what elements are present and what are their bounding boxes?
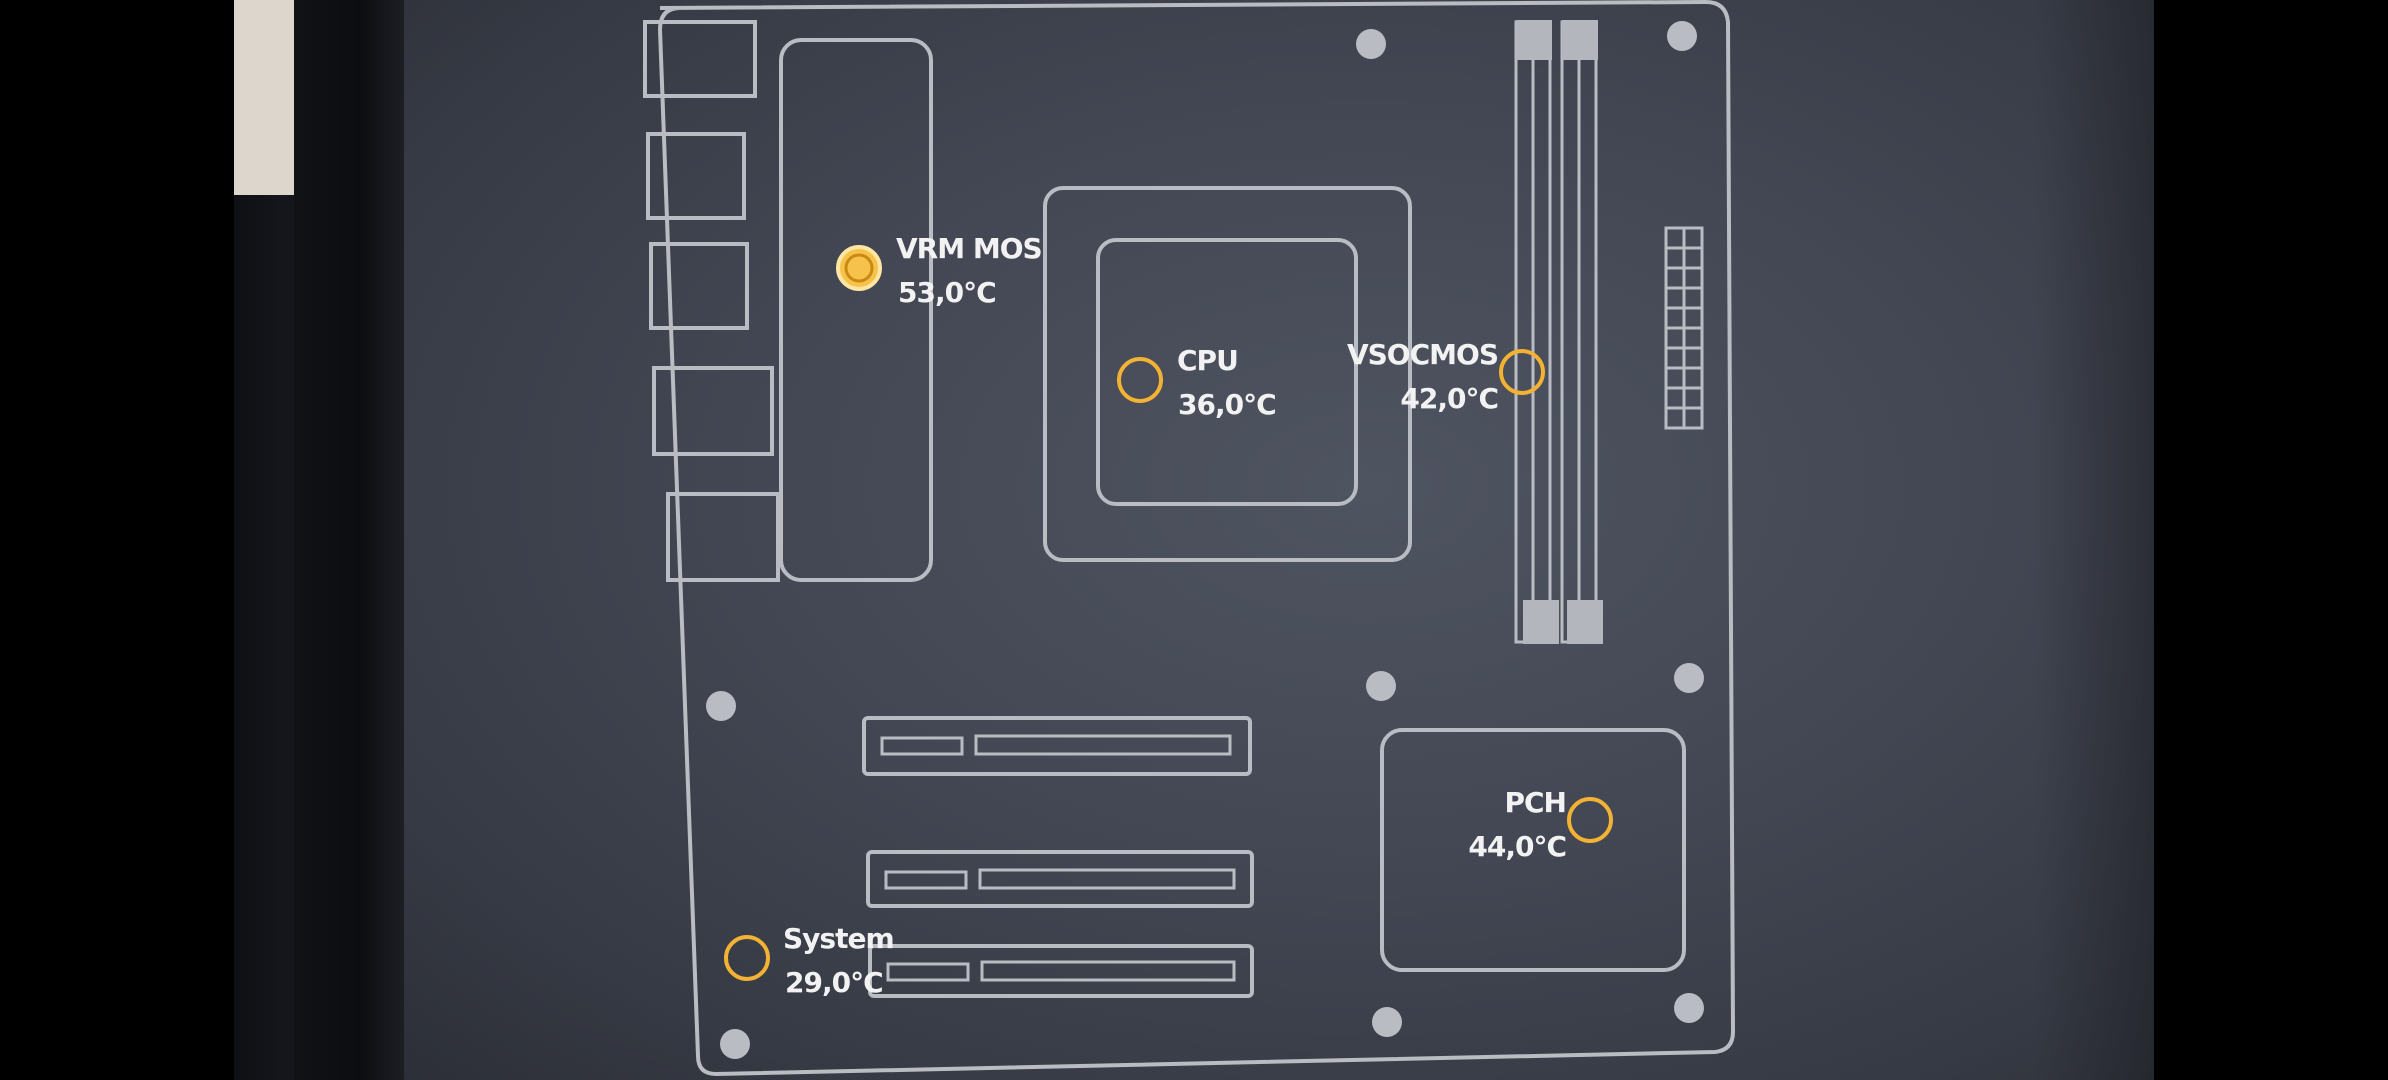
pcie-slot-1 bbox=[862, 716, 1252, 776]
pch-heatsink bbox=[1380, 728, 1686, 972]
io-port-4 bbox=[652, 366, 774, 456]
cpu-socket-outer bbox=[1043, 186, 1412, 562]
monitor-bezel bbox=[294, 0, 404, 1080]
sensor-value: 44,0°C bbox=[1468, 830, 1566, 863]
io-port-5 bbox=[666, 492, 780, 582]
io-port-3 bbox=[649, 242, 749, 330]
io-port-2 bbox=[646, 132, 746, 220]
cpu-socket-inner bbox=[1096, 238, 1358, 506]
vrm-heatsink bbox=[779, 38, 933, 582]
sensor-value: 36,0°C bbox=[1178, 388, 1276, 421]
io-port-1 bbox=[643, 20, 757, 98]
sensor-ring-icon[interactable] bbox=[836, 245, 882, 291]
sensor-ring-icon[interactable] bbox=[1117, 357, 1163, 403]
sensor-vsoc[interactable]: VSOCMOS 42,0°C bbox=[1347, 338, 1545, 415]
sensor-ring-icon[interactable] bbox=[1499, 349, 1545, 395]
pcie-slots bbox=[862, 716, 1254, 998]
sensor-value: 29,0°C bbox=[785, 966, 883, 999]
pcie-slot-3 bbox=[868, 944, 1254, 998]
sensor-label: PCH bbox=[1504, 786, 1566, 819]
sensor-value: 53,0°C bbox=[898, 276, 996, 309]
sensor-label: CPU bbox=[1177, 344, 1238, 377]
sensor-label: VRM MOS bbox=[896, 232, 1042, 265]
atx-power-connector bbox=[1664, 226, 1704, 430]
sensor-cpu[interactable]: CPU 36,0°C bbox=[1117, 344, 1277, 421]
photo-of-monitor bbox=[234, 0, 2154, 1080]
sensor-ring-icon[interactable] bbox=[1567, 797, 1613, 843]
pcie-slot-2 bbox=[866, 850, 1254, 908]
sensor-vrm[interactable]: VRM MOS 53,0°C bbox=[836, 232, 1043, 309]
sensor-ring-icon[interactable] bbox=[724, 935, 770, 981]
sensor-label: VSOCMOS bbox=[1347, 338, 1498, 371]
rear-io-ports bbox=[643, 20, 780, 582]
board-outline bbox=[657, 0, 1736, 1077]
monitor-screen bbox=[404, 0, 2154, 1080]
screen-edge-shadow bbox=[2034, 0, 2154, 1080]
sensor-pch[interactable]: PCH 44,0°C bbox=[1468, 786, 1613, 863]
sensor-value: 42,0°C bbox=[1400, 382, 1498, 415]
sensor-label: System bbox=[783, 922, 894, 955]
sensor-system[interactable]: System 29,0°C bbox=[724, 922, 895, 999]
ram-slots bbox=[1514, 20, 1603, 644]
mounting-holes bbox=[706, 21, 1704, 1059]
